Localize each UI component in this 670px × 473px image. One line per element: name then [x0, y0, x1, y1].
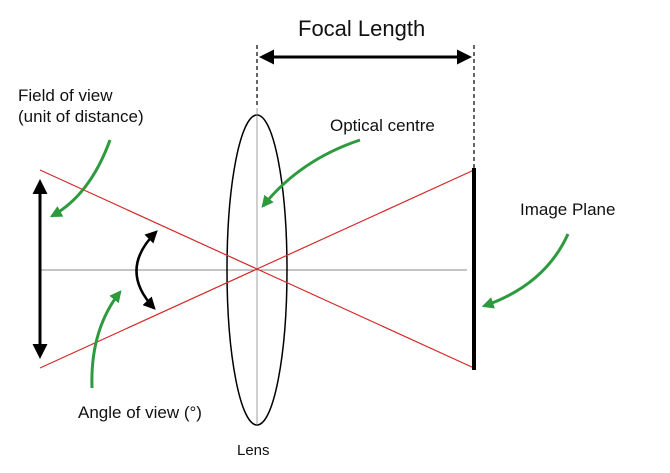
lens-label: Lens: [237, 442, 270, 459]
pointer-optical-centre: [261, 138, 361, 208]
pointer-image-plane: [481, 233, 570, 309]
field-of-view-label: Field of view: [18, 86, 113, 105]
focal-length-label: Focal Length: [298, 16, 426, 41]
angle-arc-arrow: [135, 230, 158, 310]
image-plane-label: Image Plane: [520, 200, 616, 219]
optical-centre-label: Optical centre: [330, 116, 435, 135]
pointer-angle-of-view: [90, 290, 122, 389]
angle-of-view-label: Angle of view (°): [78, 403, 202, 422]
pointer-field-of-view: [49, 139, 112, 218]
ray-lower: [39, 169, 475, 369]
field-of-view-unit-label: (unit of distance): [18, 107, 144, 126]
